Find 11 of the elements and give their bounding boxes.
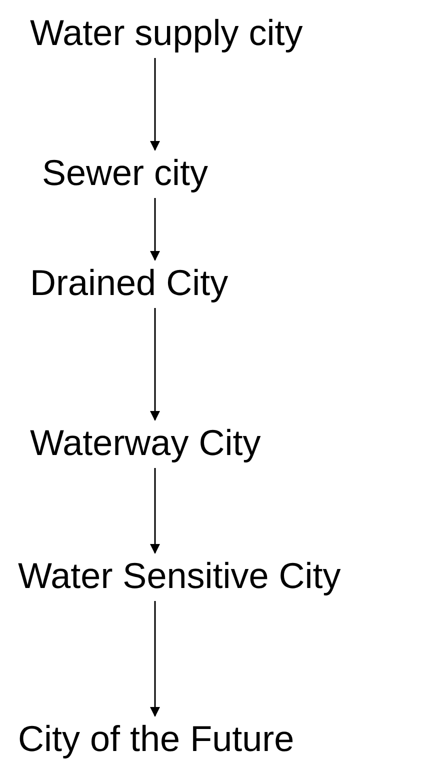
stage-label: City of the Future: [18, 718, 294, 760]
arrow: [150, 468, 160, 554]
arrow: [150, 198, 160, 261]
stage-label: Waterway City: [30, 422, 261, 464]
stage-label: Water Sensitive City: [18, 555, 341, 597]
arrow: [150, 308, 160, 421]
stage-label: Water supply city: [30, 12, 303, 54]
arrow: [150, 58, 160, 151]
stage-label: Drained City: [30, 262, 228, 304]
stage-label: Sewer city: [42, 152, 208, 194]
arrow: [150, 601, 160, 717]
